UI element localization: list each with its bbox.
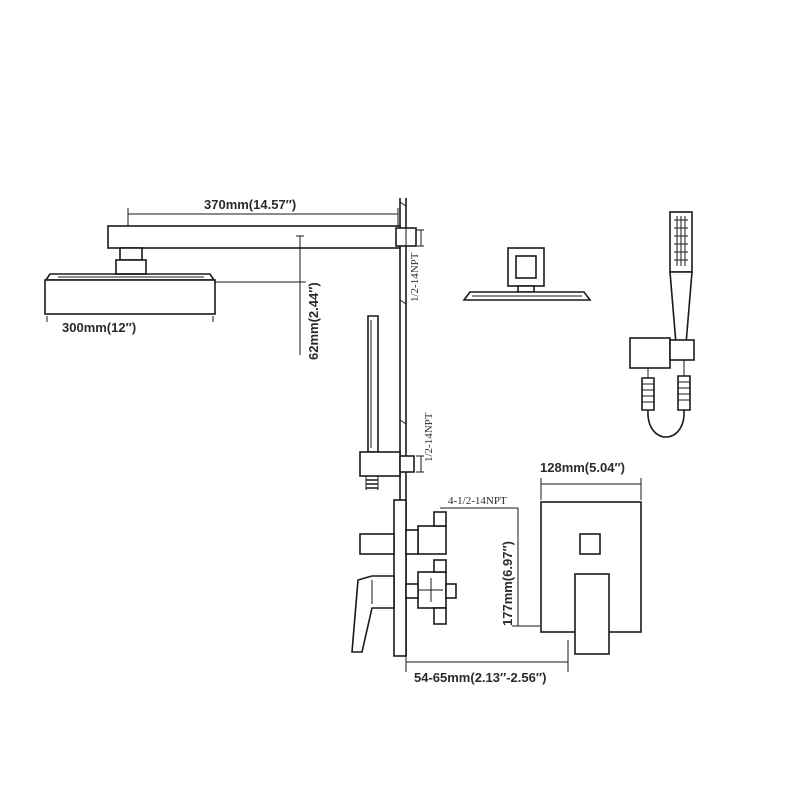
arm-length-label: 370mm(14.57″) (204, 197, 296, 212)
plate-height-dimension: 177mm(6.97″) (500, 508, 540, 627)
spray-face-icon (674, 216, 688, 266)
arm-thread-label: 1/2-14NPT (409, 252, 421, 302)
plate-width-label: 128mm(5.04″) (540, 460, 625, 475)
wall-depth-label: 54-65mm(2.13″-2.56″) (414, 670, 546, 685)
hand-shower-front (629, 211, 695, 438)
handheld-shower-side (359, 315, 415, 490)
valve-thread-note: 4-1/2-14NPT (440, 495, 518, 509)
wall-depth-dimension: 54-65mm(2.13″-2.56″) (405, 640, 569, 685)
hose-icon (641, 375, 691, 438)
plate-width-dimension: 128mm(5.04″) (540, 460, 642, 500)
head-drop-dimension: 62mm(2.44″) (214, 235, 321, 360)
head-width-dimension: 300mm(12″) (46, 316, 214, 335)
valve-body (393, 499, 457, 657)
head-drop-label: 62mm(2.44″) (306, 282, 321, 360)
trim-plate-front (540, 501, 642, 655)
shower-head-front (462, 247, 592, 301)
valve-trim-side (351, 533, 395, 653)
plate-height-label: 177mm(6.97″) (500, 541, 515, 626)
shower-arm (107, 225, 417, 275)
arm-length-dimension: 370mm(14.57″) (127, 197, 399, 226)
head-width-label: 300mm(12″) (62, 320, 136, 335)
shower-head-side (44, 273, 216, 315)
valve-thread-label: 4-1/2-14NPT (448, 495, 507, 507)
arm-thread-note: 1/2-14NPT (409, 229, 424, 302)
handheld-thread-label: 1/2-14NPT (423, 412, 435, 462)
handheld-thread-note: 1/2-14NPT (416, 412, 435, 473)
